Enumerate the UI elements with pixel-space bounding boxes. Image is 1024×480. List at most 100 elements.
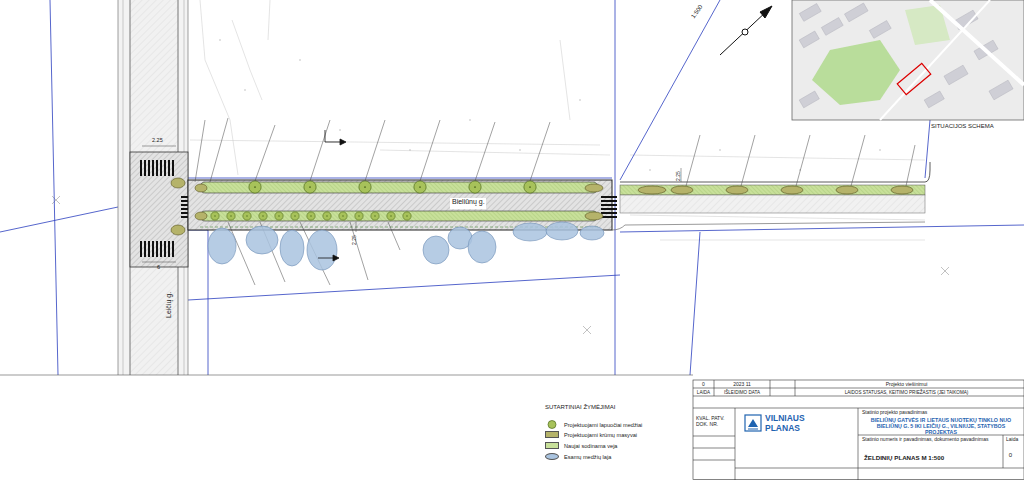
- situation-map: [897, 63, 931, 94]
- leiciu-street: [118, 0, 188, 375]
- situation-map: [799, 91, 819, 108]
- cadastral-lines: [620, 225, 1024, 232]
- title-block: [858, 468, 1024, 469]
- crosswalk: [152, 160, 154, 176]
- crosswalk: [144, 160, 146, 176]
- leader-lines: [388, 222, 400, 250]
- crosswalk: [148, 241, 150, 257]
- title-block: [770, 380, 771, 396]
- cadastral-lines: [188, 178, 612, 179]
- crosswalk: [148, 160, 150, 176]
- existing-canopy: [208, 228, 236, 264]
- existing-canopy: [580, 226, 604, 240]
- existing-canopy: [246, 226, 278, 254]
- topo-lines: [380, 150, 610, 155]
- table-cell: 0: [693, 382, 714, 388]
- street-name: Leičių g.: [165, 292, 173, 318]
- crosswalk: [601, 212, 617, 214]
- dimension: 6: [157, 264, 160, 270]
- logo-text: VILNIAUS PLANAS: [765, 414, 825, 434]
- legend-heading: SUTARTINIAI ŽYMĖJIMAI: [545, 404, 615, 411]
- topo-dots: [339, 129, 341, 131]
- tree-symbols: [339, 212, 347, 220]
- topo-dots: [719, 149, 721, 151]
- crosswalk: [156, 160, 158, 176]
- logo-icon: [745, 415, 761, 431]
- topo-dots: [649, 169, 651, 171]
- street-east: [620, 195, 925, 213]
- shrub-mass: [171, 225, 185, 235]
- crosswalk: [160, 241, 162, 257]
- section-arrow: [318, 258, 333, 259]
- north-arrow: [760, 6, 772, 18]
- table-cell: LAIDOS STATUSAS, KEITIMO PRIEŽASTIS (JEI…: [792, 390, 1021, 395]
- shrub-mass: [891, 186, 913, 194]
- title-block: [714, 380, 715, 396]
- cadastral-lines: [615, 0, 616, 375]
- topo-dots: [219, 39, 881, 171]
- north-arrow: [742, 29, 748, 35]
- title-block: [795, 380, 796, 396]
- leader-lines: [420, 120, 440, 181]
- leader-lines: [210, 118, 228, 182]
- shrub-mass: [195, 184, 207, 192]
- crosswalk: [168, 160, 170, 176]
- bieliunu-street: [450, 198, 486, 209]
- x-marks: [583, 326, 591, 334]
- street-name: Bieliūnų g.: [452, 198, 485, 206]
- crosswalk: [164, 160, 166, 176]
- bieliunu-street: [188, 180, 612, 230]
- x-marks: [583, 326, 591, 334]
- dimension-lines: [142, 146, 176, 147]
- tree-symbols: [371, 212, 379, 220]
- legend-text: Naujai sodinama veja: [564, 443, 617, 449]
- sheet-frame: [0, 375, 693, 376]
- dimension: 2.25: [676, 171, 682, 181]
- cadastral-lines: [925, 120, 930, 178]
- existing-canopy: [423, 236, 449, 264]
- crosswalk: [601, 216, 617, 218]
- title-block: [1003, 435, 1004, 468]
- situation-map: [869, 21, 891, 39]
- title-block: [693, 380, 1024, 480]
- topo-dots: [219, 39, 221, 41]
- shrub-mass: [836, 186, 858, 194]
- title-block: [693, 396, 1024, 397]
- shrub-mass: [585, 184, 603, 192]
- crosswalk: [156, 241, 158, 257]
- topo-lines: [200, 0, 238, 175]
- crosswalk: [140, 160, 142, 176]
- cadastral-lines: [620, 0, 720, 180]
- topo-dots: [244, 89, 246, 91]
- logo-icon: [748, 429, 758, 430]
- title-block: [693, 380, 1024, 480]
- legend-swatch: [545, 453, 559, 460]
- bieliunu-street: [188, 180, 612, 230]
- topo-dots: [579, 99, 581, 101]
- legend-text: Projektuojami lapuočiai medžiai: [564, 422, 642, 428]
- situation-map: [880, 0, 990, 120]
- tree-symbols: [211, 212, 219, 220]
- leiciu-street: [123, 0, 124, 375]
- tree-symbols: [291, 212, 299, 220]
- crosswalk: [144, 241, 146, 257]
- legend-row: Esamų medžių laja: [545, 453, 611, 460]
- project-name: BIELIŪNŲ GATVĖS IR LIETAUS NUOTEKŲ TINKL…: [862, 417, 1020, 435]
- crosswalk: [601, 204, 617, 206]
- shrub-mass: [671, 186, 693, 194]
- table-cell: Statinio numeris ir pavadinimas, dokumen…: [862, 437, 1000, 443]
- situation-map: [799, 31, 819, 48]
- title-block: [693, 448, 735, 449]
- sheet-frame: [0, 375, 693, 376]
- crosswalk: [164, 241, 166, 257]
- crosswalk: [172, 160, 174, 176]
- existing-canopy: [513, 223, 547, 241]
- leiciu-street: [118, 0, 119, 375]
- topo-dots: [299, 59, 301, 61]
- existing-canopy: [307, 230, 337, 270]
- leader-lines: [796, 135, 810, 186]
- table-cell: Laida: [1006, 437, 1018, 443]
- bieliunu-street: [200, 211, 598, 221]
- shrub-mass: [781, 186, 803, 194]
- section-arrow: [325, 142, 340, 143]
